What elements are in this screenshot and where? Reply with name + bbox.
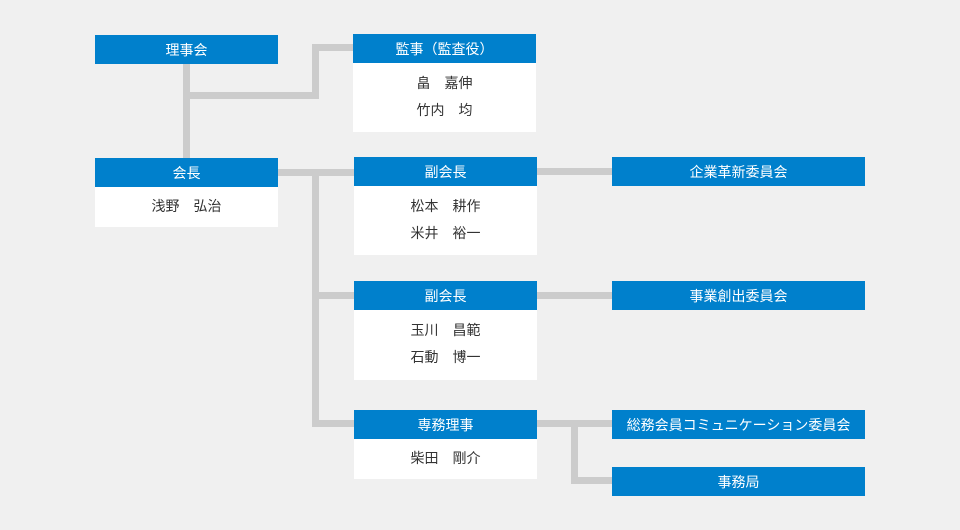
vice-chairman-member: 石動 博一 xyxy=(410,350,481,366)
connector-vice2-creation xyxy=(537,292,613,299)
vice-chairman-members-1: 松本 耕作 米井 裕一 xyxy=(354,186,537,255)
reform-committee-title: 企業革新委員会 xyxy=(612,157,865,186)
connector-board-auditor-h xyxy=(183,92,319,99)
board-title: 理事会 xyxy=(95,35,278,64)
auditor-member: 畠 嘉伸 xyxy=(416,75,473,92)
connector-trunk-managing xyxy=(312,420,355,427)
chairman-member: 浅野 弘治 xyxy=(151,198,222,215)
reform-committee-box: 企業革新委員会 xyxy=(612,157,865,186)
auditor-box: 監事（監査役） 畠 嘉伸 竹内 均 xyxy=(353,34,536,132)
managing-director-member: 柴田 剛介 xyxy=(410,450,481,467)
chairman-box: 会長 浅野 弘治 xyxy=(95,158,278,227)
creation-committee-box: 事業創出委員会 xyxy=(612,281,865,310)
connector-auditor-h xyxy=(312,44,354,51)
vice-chairman-member: 松本 耕作 xyxy=(410,198,481,215)
managing-director-members: 柴田 剛介 xyxy=(354,439,537,479)
auditor-member: 竹内 均 xyxy=(416,102,473,119)
creation-committee-title: 事業創出委員会 xyxy=(612,281,865,310)
connector-auditor-v xyxy=(312,44,319,99)
vice-chairman-title-1: 副会長 xyxy=(354,157,537,186)
vice-chairman-title-2: 副会長 xyxy=(354,281,537,310)
connector-trunk-vice2 xyxy=(312,292,355,299)
vice-chairman-box-2: 副会長 玉川 昌範 石動 博一 xyxy=(354,281,537,380)
vice-chairman-member: 玉川 昌範 xyxy=(410,323,481,339)
managing-director-box: 専務理事 柴田 剛介 xyxy=(354,410,537,479)
vice-chairman-members-2: 玉川 昌範 石動 博一 xyxy=(354,310,537,380)
communication-committee-box: 総務会員コミュニケーション委員会 xyxy=(612,410,865,439)
secretariat-title: 事務局 xyxy=(612,467,865,496)
connector-office-h xyxy=(571,477,613,484)
communication-committee-title: 総務会員コミュニケーション委員会 xyxy=(612,410,865,439)
auditor-members: 畠 嘉伸 竹内 均 xyxy=(353,63,536,132)
connector-vice1-reform xyxy=(537,168,613,175)
board-box: 理事会 xyxy=(95,35,278,64)
connector-office-v xyxy=(571,420,578,484)
chairman-title: 会長 xyxy=(95,158,278,187)
auditor-title: 監事（監査役） xyxy=(353,34,536,63)
vice-chairman-member: 米井 裕一 xyxy=(410,225,481,242)
connector-board-chairman xyxy=(183,63,190,159)
managing-director-title: 専務理事 xyxy=(354,410,537,439)
secretariat-box: 事務局 xyxy=(612,467,865,496)
vice-chairman-box-1: 副会長 松本 耕作 米井 裕一 xyxy=(354,157,537,255)
chairman-members: 浅野 弘治 xyxy=(95,187,278,227)
